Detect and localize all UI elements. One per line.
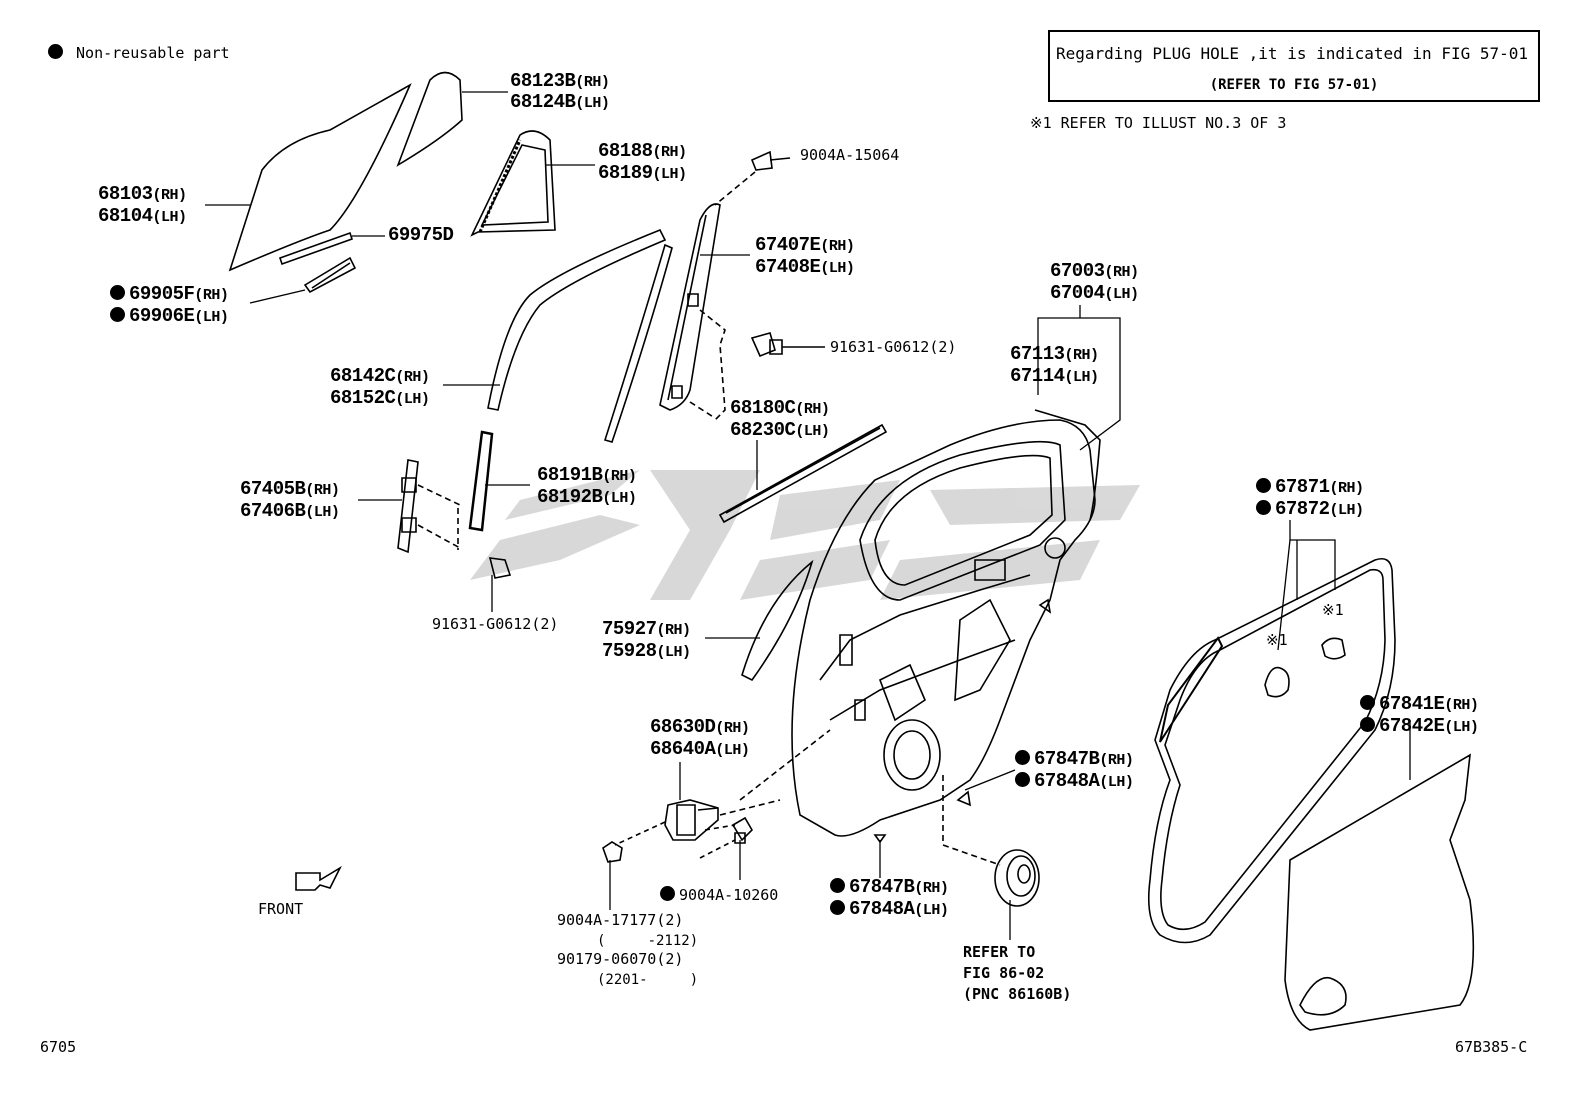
part-67003: 67003(RH) xyxy=(1050,260,1139,282)
part-68124B: 68124B(LH) xyxy=(510,91,610,113)
door-panel-drawing xyxy=(792,410,1100,836)
center-channel-drawing xyxy=(660,204,725,420)
door-glass-drawing xyxy=(230,73,462,271)
filled-circle-icon xyxy=(1015,750,1030,765)
part-75927: 75927(RH) xyxy=(602,618,691,640)
part-68142C: 68142C(RH) xyxy=(330,365,430,387)
rear-channel-drawing xyxy=(398,432,510,578)
glass-channel-drawing xyxy=(280,233,355,292)
refer-line2: FIG 86-02 xyxy=(963,964,1045,982)
ref-mark-2: ※1 xyxy=(1266,631,1288,649)
clip-drawing xyxy=(875,775,1000,865)
part-69906E: 69906E(LH) xyxy=(110,307,229,326)
filled-circle-icon xyxy=(1015,772,1030,787)
part-67113: 67113(RH) xyxy=(1010,343,1099,365)
part-67405B: 67405B(RH) xyxy=(240,478,340,500)
refer-line3: (PNC 86160B) xyxy=(963,985,1072,1003)
part-67871: 67871(RH) xyxy=(1256,478,1364,497)
part-67842E: 67842E(LH) xyxy=(1360,717,1479,736)
part-67406B: 67406B(LH) xyxy=(240,500,340,522)
filled-circle-icon xyxy=(110,307,125,322)
filled-circle-icon xyxy=(830,900,845,915)
run-weatherstrip-drawing xyxy=(488,230,672,442)
filled-circle-icon xyxy=(1360,717,1375,732)
part-67848A-upper: 67848A(LH) xyxy=(1015,772,1134,791)
part-9004A-10260: 9004A-10260 xyxy=(660,886,778,903)
part-68104: 68104(LH) xyxy=(98,205,187,227)
ref-mark-1: ※1 xyxy=(1322,601,1344,619)
part-68152C: 68152C(LH) xyxy=(330,387,430,409)
footer-drawing-code: 67B385-C xyxy=(1455,1038,1528,1056)
part-68191B: 68191B(RH) xyxy=(537,464,637,486)
filled-circle-icon xyxy=(1360,695,1375,710)
part-75928: 75928(LH) xyxy=(602,640,691,662)
part-67004: 67004(LH) xyxy=(1050,282,1139,304)
filled-circle-icon xyxy=(1256,478,1271,493)
watermark-logo xyxy=(470,470,1140,600)
part-68123B: 68123B(RH) xyxy=(510,70,610,92)
part-68230C: 68230C(LH) xyxy=(730,419,830,441)
note-line1: Regarding PLUG HOLE ,it is indicated in … xyxy=(1056,44,1529,63)
part-69905F: 69905F(RH) xyxy=(110,285,229,304)
part-67114: 67114(LH) xyxy=(1010,365,1099,387)
part-67847B-upper: 67847B(RH) xyxy=(1015,750,1134,769)
quarter-frame-drawing xyxy=(472,131,555,235)
note-footnote: ※1 REFER TO ILLUST NO.3 OF 3 xyxy=(1030,114,1287,132)
leader-lines xyxy=(205,92,1410,940)
refer-line1: REFER TO xyxy=(963,943,1036,961)
part-91631-lower: 91631-G0612(2) xyxy=(432,615,559,633)
service-cover-drawing xyxy=(1285,755,1473,1030)
part-67847B-lower: 67847B(RH) xyxy=(830,878,949,897)
footer-figure-number: 6705 xyxy=(40,1038,77,1056)
filled-circle-icon xyxy=(660,886,675,901)
bolt-drawing xyxy=(752,333,825,356)
garnish-drawing xyxy=(742,562,812,680)
door-weatherstrip-drawing xyxy=(1149,559,1395,943)
hinge-drawing xyxy=(603,730,830,862)
part-67408E: 67408E(LH) xyxy=(755,256,855,278)
filled-circle-icon xyxy=(110,285,125,300)
screw-drawing xyxy=(715,152,790,205)
part-68180C: 68180C(RH) xyxy=(730,397,830,419)
note-box: Regarding PLUG HOLE ,it is indicated in … xyxy=(1048,30,1540,102)
front-label: FRONT xyxy=(258,900,304,918)
front-arrow-icon xyxy=(296,868,340,890)
part-69975D: 69975D xyxy=(388,224,454,246)
note-line2: (REFER TO FIG 57-01) xyxy=(1209,77,1379,93)
part-68192B: 68192B(LH) xyxy=(537,486,637,508)
part-91631-upper: 91631-G0612(2) xyxy=(830,338,957,356)
part-68640A: 68640A(LH) xyxy=(650,738,750,760)
part-68630D: 68630D(RH) xyxy=(650,716,750,738)
part-67872: 67872(LH) xyxy=(1256,500,1364,519)
part-67848A-lower: 67848A(LH) xyxy=(830,900,949,919)
filled-circle-icon xyxy=(1256,500,1271,515)
belt-molding-drawing xyxy=(720,425,886,522)
speaker-drawing xyxy=(995,850,1039,906)
part-9004A-15064: 9004A-15064 xyxy=(800,146,900,164)
part-67841E: 67841E(RH) xyxy=(1360,695,1479,714)
filled-circle-icon xyxy=(48,44,63,59)
part-90179: 90179-06070(2) xyxy=(557,950,684,968)
part-9004A-17177: 9004A-17177(2) xyxy=(557,911,684,929)
legend-non-reusable: Non-reusable part xyxy=(48,44,230,61)
part-67407E: 67407E(RH) xyxy=(755,234,855,256)
filled-circle-icon xyxy=(830,878,845,893)
part-range-2201: (2201- ) xyxy=(597,972,699,988)
part-68189: 68189(LH) xyxy=(598,162,687,184)
part-68103: 68103(RH) xyxy=(98,183,187,205)
part-68188: 68188(RH) xyxy=(598,140,687,162)
part-range-2112: ( -2112) xyxy=(597,933,699,949)
